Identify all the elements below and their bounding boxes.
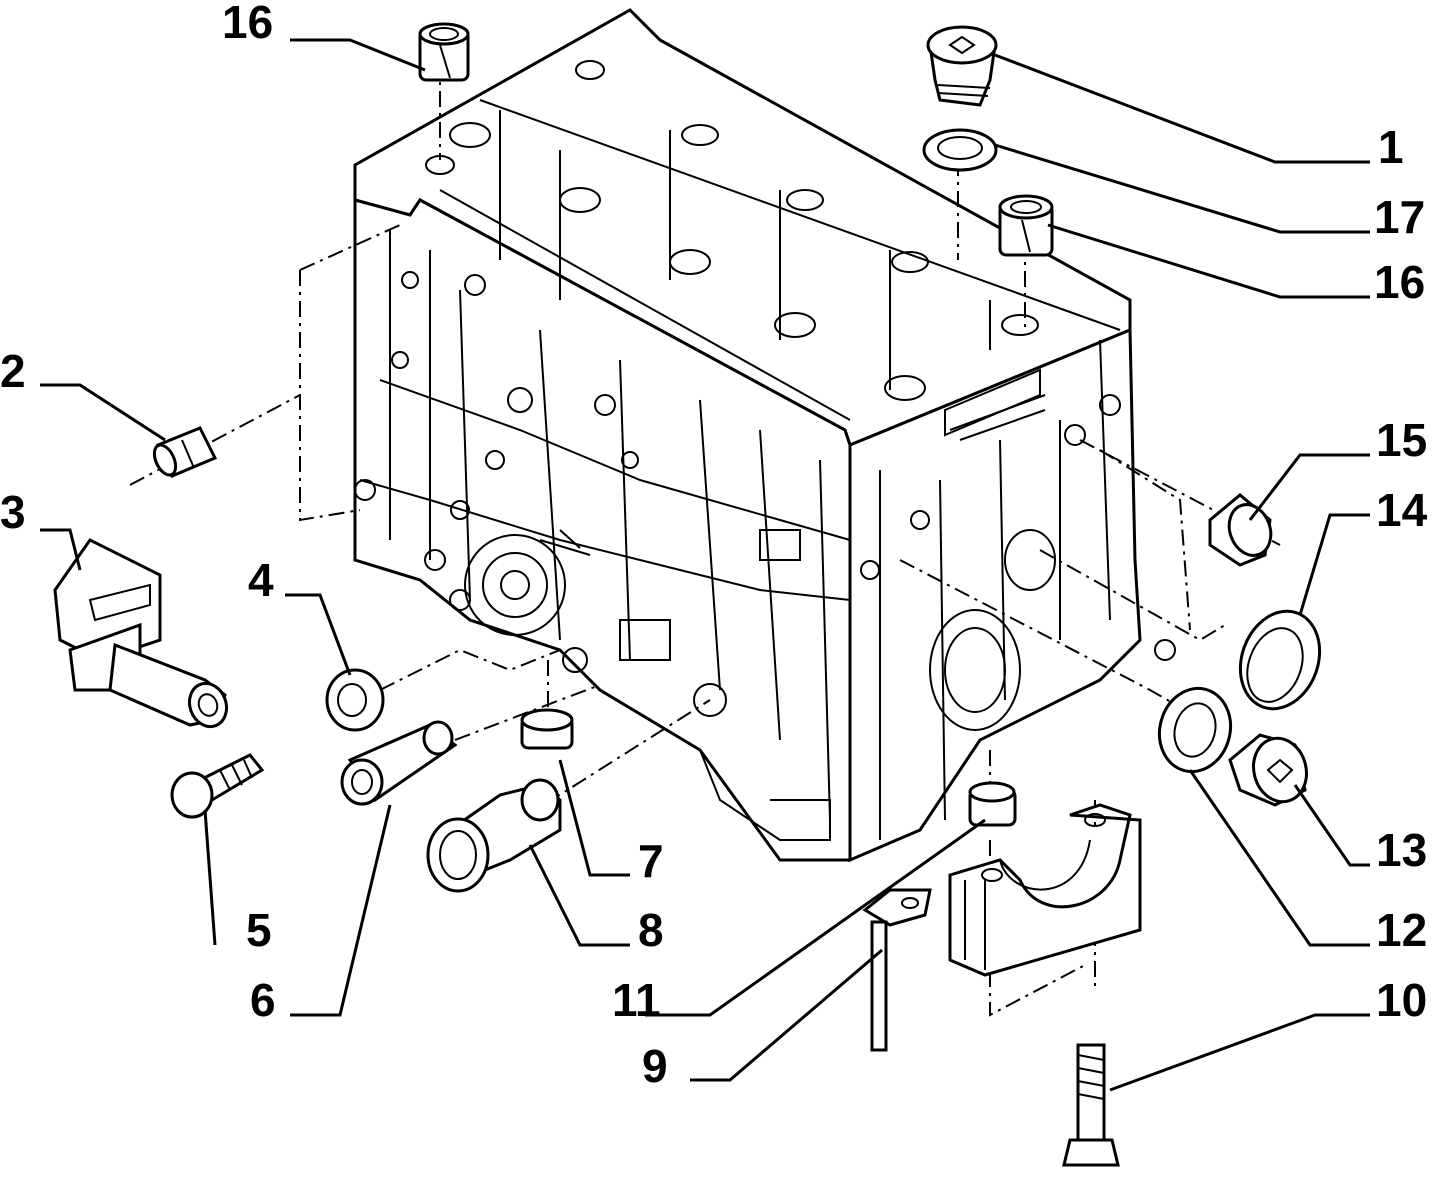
- callout-6: 6: [250, 974, 276, 1026]
- callout-2: 2: [0, 345, 26, 397]
- callout-5: 5: [246, 904, 272, 956]
- part-seal-ring: [1238, 609, 1322, 711]
- callout-7: 7: [638, 835, 664, 887]
- callout-13: 13: [1376, 824, 1427, 876]
- part-short-bolt: [170, 753, 265, 819]
- part-locating-tab: [862, 888, 932, 1052]
- callout-4: 4: [248, 554, 274, 606]
- callout-1: 1: [1378, 121, 1404, 173]
- leader-lines: [40, 38, 1370, 1092]
- part-bushing-lower: [968, 781, 1017, 827]
- callout-16-right: 16: [1374, 256, 1425, 308]
- part-tube: [340, 720, 458, 806]
- callout-11: 11: [612, 974, 661, 1026]
- callout-3: 3: [0, 486, 26, 538]
- callout-8: 8: [638, 904, 664, 956]
- callout-16-top: 16: [222, 0, 273, 48]
- callout-9: 9: [642, 1040, 668, 1092]
- callout-12: 12: [1376, 904, 1427, 956]
- part-washer: [922, 128, 998, 172]
- part-sensor-bracket: [53, 538, 229, 729]
- part-sleeve-small: [152, 426, 218, 478]
- part-drain-plug: [1228, 733, 1308, 807]
- part-dowel-bushing-top: [418, 22, 470, 82]
- callout-10: 10: [1376, 974, 1427, 1026]
- part-long-bolt: [1062, 1043, 1120, 1167]
- part-large-sleeve: [426, 778, 562, 893]
- part-dowel-bushing-right: [998, 194, 1054, 257]
- part-plug-top: [926, 25, 998, 107]
- callout-14: 14: [1376, 484, 1428, 536]
- engine-block: [353, 8, 1176, 863]
- part-oil-plug: [520, 708, 574, 750]
- part-sealing-washer: [1157, 686, 1233, 774]
- part-cup-plug-side: [1208, 493, 1273, 567]
- part-main-bearing-cap: [948, 803, 1142, 977]
- part-flat-washer: [325, 668, 385, 732]
- callout-17: 17: [1374, 191, 1425, 243]
- callout-15: 15: [1376, 414, 1427, 466]
- callout-labels: 16 1 17 16 2 15 3 14 4 13 7 5 8 12 11 10…: [0, 0, 1428, 1092]
